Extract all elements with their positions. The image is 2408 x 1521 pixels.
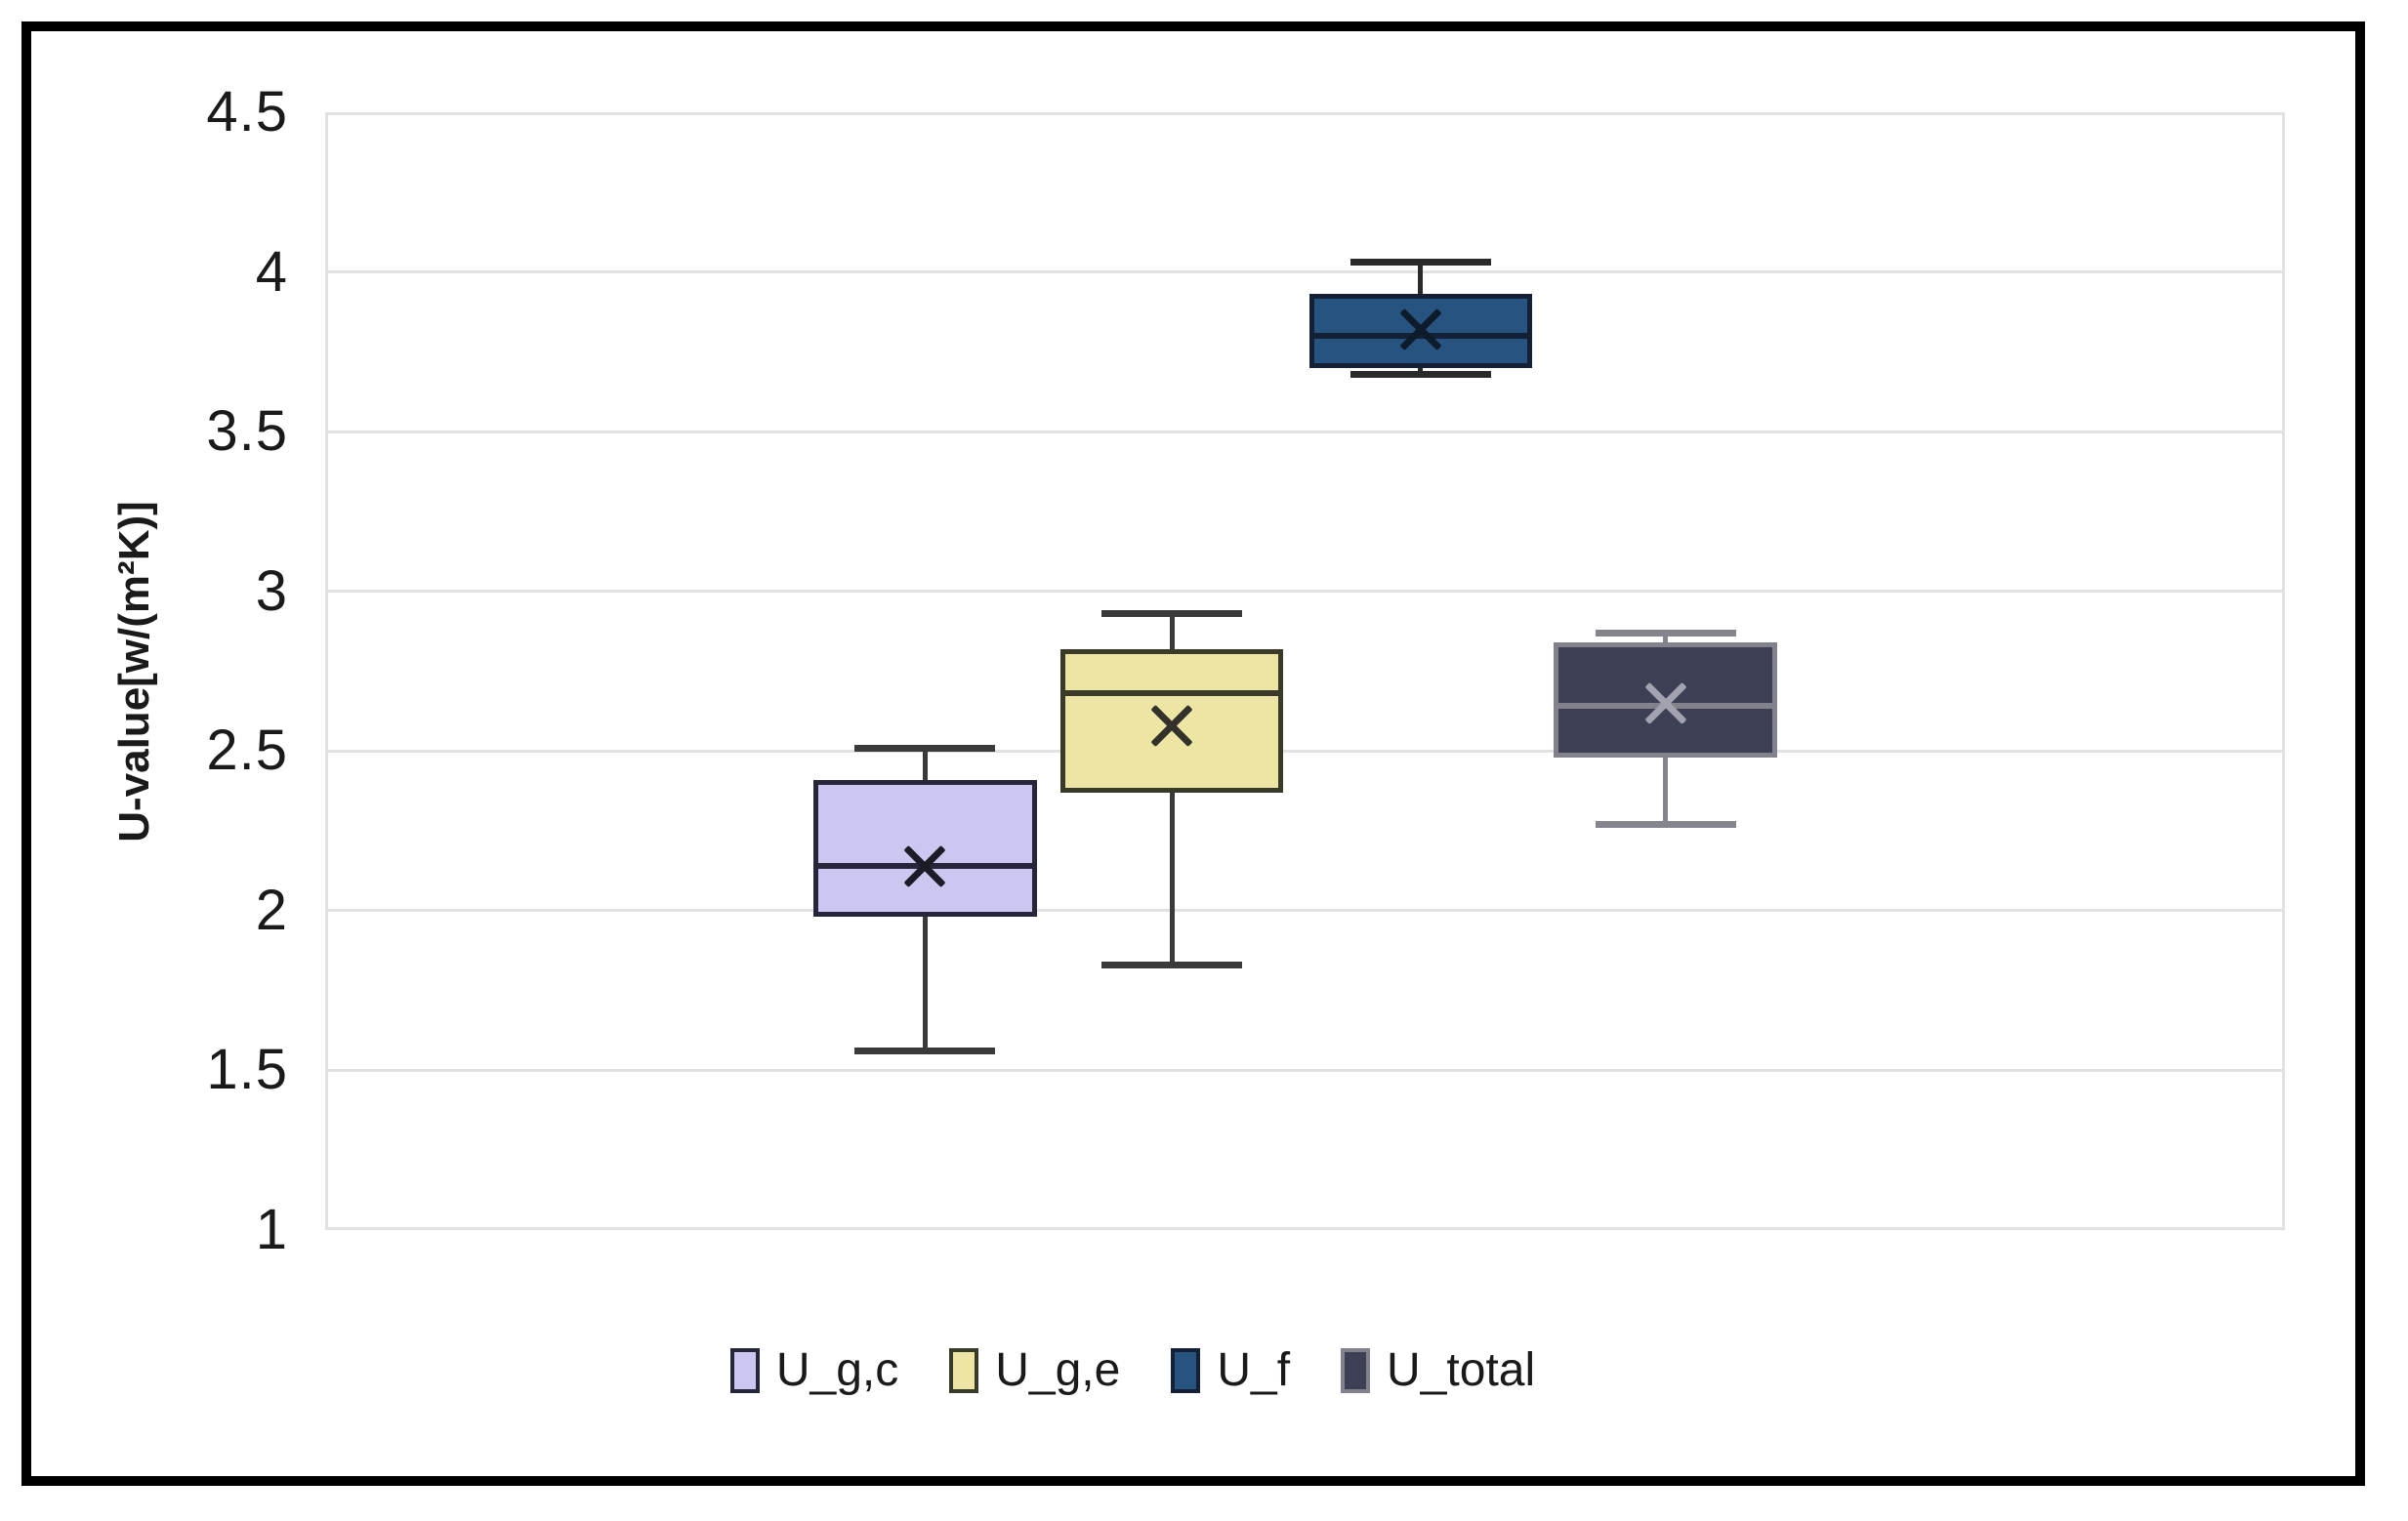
- y-axis-title: U-value[w/(m²K)]: [110, 501, 158, 843]
- legend-swatch-u-g-c: [729, 1348, 760, 1393]
- box-u-g-c: [812, 779, 1037, 918]
- legend-swatch-u-g-e: [949, 1348, 979, 1393]
- y-tick-label: 2.5: [206, 719, 288, 783]
- median-line-u-g-e: [1059, 690, 1284, 697]
- whisker-upper-u-total: [1663, 633, 1669, 643]
- gridline: [325, 909, 2285, 913]
- whisker-upper-u-g-c: [922, 748, 928, 780]
- gridline: [325, 590, 2285, 594]
- legend-label-u-g-c: U_g,c: [775, 1344, 899, 1396]
- whisker-cap-max-u-g-e: [1100, 610, 1243, 618]
- y-tick-label: 2: [255, 878, 288, 942]
- whisker-cap-max-u-total: [1595, 629, 1737, 637]
- y-tick-label: 3: [255, 558, 288, 623]
- mean-x-icon-u-f: [1394, 303, 1447, 355]
- whisker-cap-min-u-g-c: [853, 1048, 996, 1055]
- legend-item-u-g-e: U_g,e: [949, 1343, 1120, 1398]
- gridline: [325, 749, 2285, 753]
- y-tick-label: 1: [255, 1198, 288, 1261]
- whisker-lower-u-g-e: [1169, 792, 1175, 966]
- legend: U_g,c U_g,e U_f U_total: [0, 1343, 2265, 1398]
- mean-x-icon-u-g-c: [898, 840, 951, 892]
- whisker-upper-u-g-e: [1169, 613, 1175, 649]
- whisker-cap-min-u-total: [1595, 821, 1737, 829]
- plot-area: [325, 112, 2285, 1230]
- y-tick-label: 3.5: [206, 399, 288, 464]
- legend-item-u-g-c: U_g,c: [729, 1343, 899, 1398]
- legend-label-u-g-e: U_g,e: [995, 1344, 1121, 1396]
- whisker-upper-u-f: [1418, 262, 1424, 295]
- gridline: [325, 430, 2285, 433]
- mean-x-icon-u-total: [1640, 677, 1692, 729]
- whisker-cap-max-u-g-c: [853, 744, 996, 752]
- gridline: [325, 1068, 2285, 1072]
- legend-swatch-u-total: [1341, 1348, 1371, 1393]
- legend-label-u-total: U_total: [1387, 1344, 1536, 1396]
- box-u-g-e: [1059, 648, 1284, 793]
- legend-item-u-total: U_total: [1341, 1343, 1535, 1398]
- y-tick-label: 4: [255, 239, 288, 304]
- legend-item-u-f: U_f: [1171, 1343, 1290, 1398]
- gridline: [325, 270, 2285, 274]
- legend-label-u-f: U_f: [1217, 1344, 1291, 1396]
- whisker-cap-min-u-f: [1349, 370, 1492, 378]
- median-line-u-f: [1308, 333, 1533, 339]
- whisker-lower-u-total: [1663, 757, 1669, 825]
- figure-border: [21, 21, 2365, 1486]
- whisker-cap-max-u-f: [1349, 259, 1492, 267]
- whisker-lower-u-g-c: [922, 917, 928, 1051]
- legend-swatch-u-f: [1171, 1348, 1201, 1393]
- whisker-cap-min-u-g-e: [1100, 961, 1243, 968]
- mean-x-icon-u-g-e: [1145, 699, 1198, 752]
- y-tick-label: 4.5: [206, 80, 288, 144]
- y-tick-label: 1.5: [206, 1038, 288, 1102]
